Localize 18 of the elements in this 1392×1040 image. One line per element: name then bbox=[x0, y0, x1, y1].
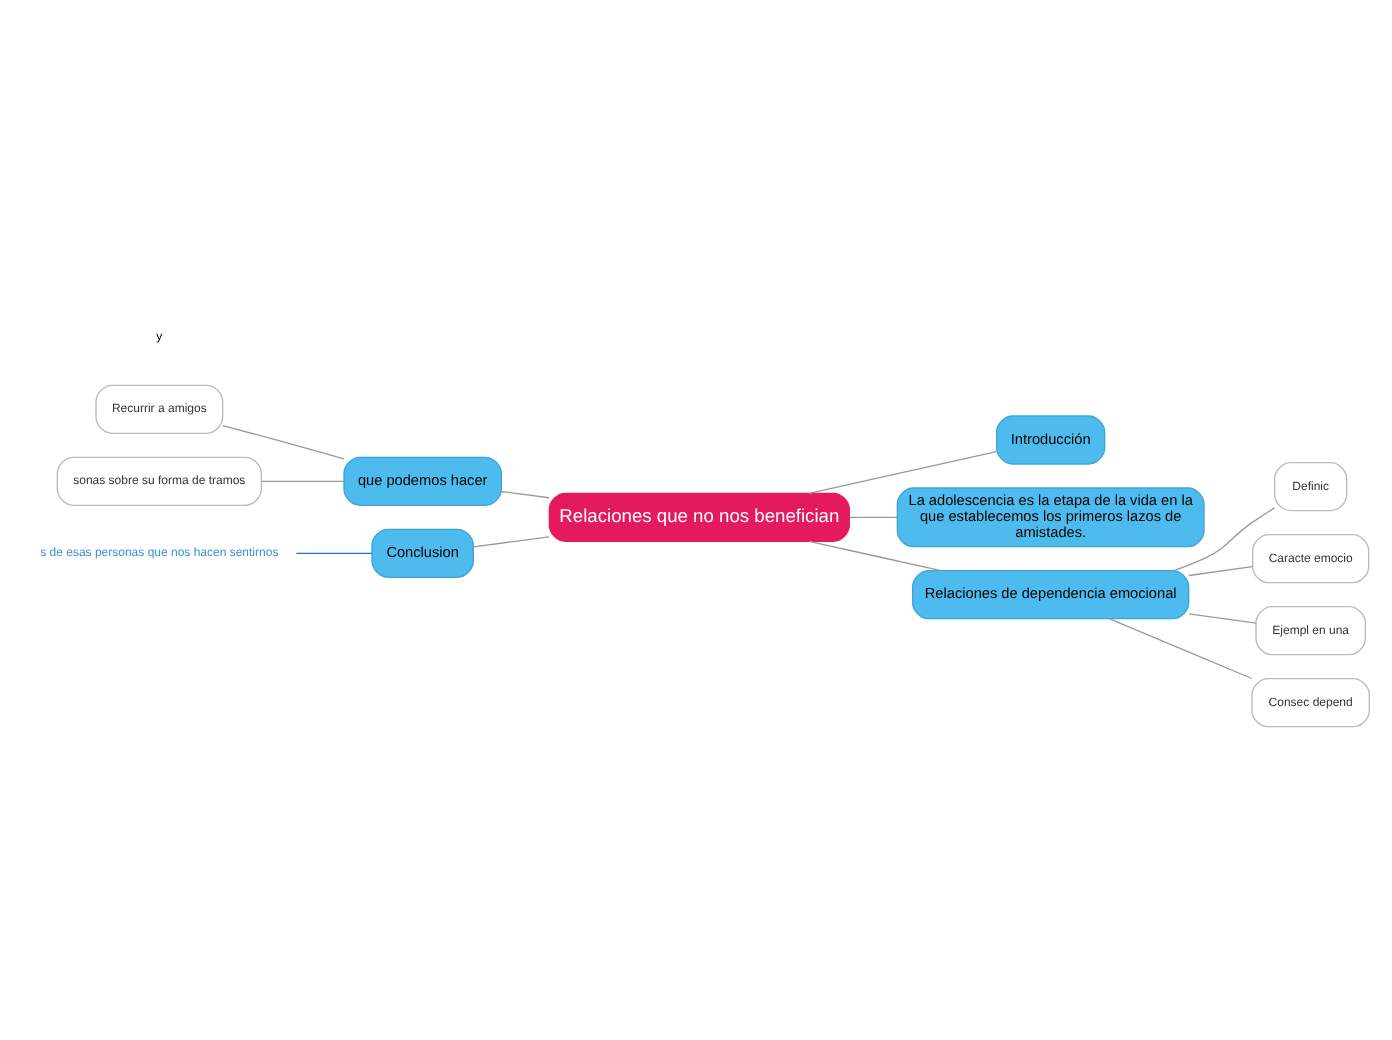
connector bbox=[808, 451, 998, 494]
connector bbox=[500, 490, 550, 499]
connector bbox=[222, 424, 345, 460]
connector bbox=[808, 540, 942, 572]
connector bbox=[1173, 507, 1276, 572]
connector bbox=[848, 516, 898, 518]
node-box: Introducción bbox=[996, 415, 1106, 465]
node-box: que podemos hacer bbox=[343, 456, 502, 506]
node-box: Relaciones de dependencia emocional bbox=[912, 570, 1190, 620]
connector bbox=[472, 536, 550, 548]
connector bbox=[1109, 618, 1253, 680]
node-box: La adolescencia es la etapa de la vida en la que establecemos los primeros lazos de amistades. bbox=[896, 487, 1205, 548]
node-box: Relaciones que no nos benefician bbox=[548, 492, 850, 542]
connector bbox=[1188, 566, 1253, 577]
connector bbox=[295, 552, 373, 554]
node-box: Conclusion bbox=[371, 528, 474, 578]
connector bbox=[260, 480, 345, 482]
connector bbox=[1188, 613, 1257, 624]
